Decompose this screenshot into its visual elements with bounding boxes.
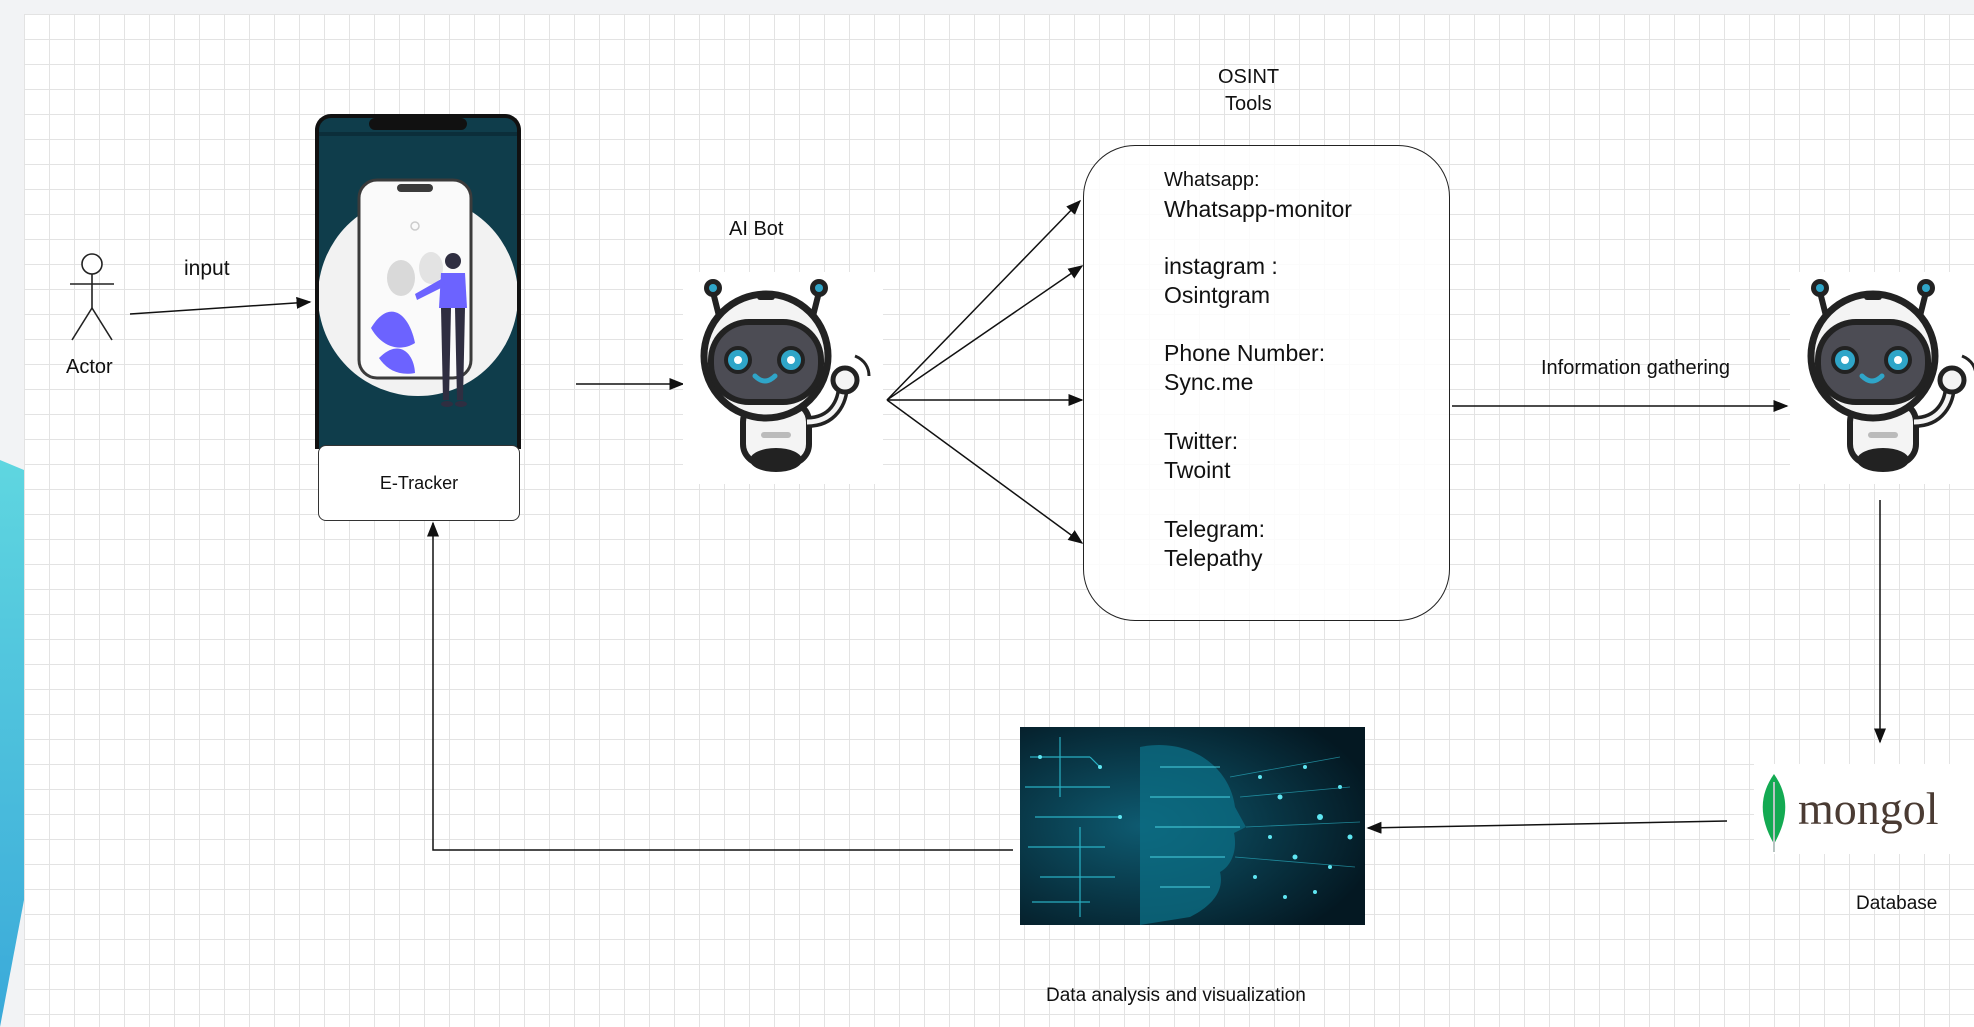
tool-name: Telepathy [1164, 545, 1263, 571]
tool-twitter: Twitter: Twoint [1164, 427, 1238, 485]
arrow-bot-to-whatsapp [886, 199, 1082, 401]
tool-platform: Phone Number: [1164, 340, 1326, 366]
data-analysis-label: Data analysis and visualization [1046, 985, 1306, 1006]
tool-phone-number: Phone Number: Sync.me [1164, 339, 1325, 397]
tool-name: Whatsapp-monitor [1164, 196, 1352, 222]
e-tracker-label: E-Tracker [318, 445, 520, 521]
mongodb-logo: mongol [1754, 764, 1974, 854]
mongodb-logo-text: mongol [1798, 783, 1939, 834]
tool-name: Sync.me [1164, 369, 1254, 395]
osint-title-line1: OSINT [1218, 66, 1280, 88]
tool-platform: instagram : [1164, 253, 1278, 279]
arrow-db-to-analysis [1366, 820, 1728, 834]
arrow-bot-to-telegram [886, 399, 1084, 544]
actor-stick-figure-icon [70, 253, 114, 341]
input-label: input [184, 257, 230, 280]
ai-head-circuit-icon [1020, 727, 1365, 925]
left-decoration [0, 460, 24, 1027]
e-tracker-text: E-Tracker [379, 472, 459, 493]
information-gathering-label: Information gathering [1541, 357, 1731, 379]
tool-name: Osintgram [1164, 282, 1271, 308]
arrow-actor-to-app [129, 296, 312, 315]
database-label: Database [1856, 893, 1938, 914]
mongodb-leaf-icon [1762, 774, 1786, 852]
tool-platform: Whatsapp: [1164, 169, 1260, 191]
ai-analysis-image [1020, 727, 1365, 925]
ai-bot-label: AI Bot [729, 218, 784, 240]
actor-label: Actor [66, 356, 113, 378]
tool-whatsapp: Whatsapp: Whatsapp-monitor [1164, 166, 1352, 224]
tool-name: Twoint [1164, 457, 1231, 483]
e-tracker-phone-screen [315, 114, 521, 449]
ai-bot-robot-icon [683, 272, 883, 484]
arrow-analysis-to-app [427, 521, 1013, 851]
tool-platform: Telegram: [1164, 516, 1265, 542]
osint-tools-box: Whatsapp: Whatsapp-monitor instagram : O… [1083, 145, 1450, 621]
arrow-bot-to-instagram [886, 265, 1084, 401]
tool-telegram: Telegram: Telepathy [1164, 515, 1265, 573]
tool-platform: Twitter: [1164, 428, 1239, 454]
phone-illustration [319, 118, 517, 407]
osint-title-line2: Tools [1225, 93, 1272, 115]
tool-instagram: instagram : Osintgram [1164, 252, 1278, 310]
collector-robot-icon [1790, 272, 1974, 484]
